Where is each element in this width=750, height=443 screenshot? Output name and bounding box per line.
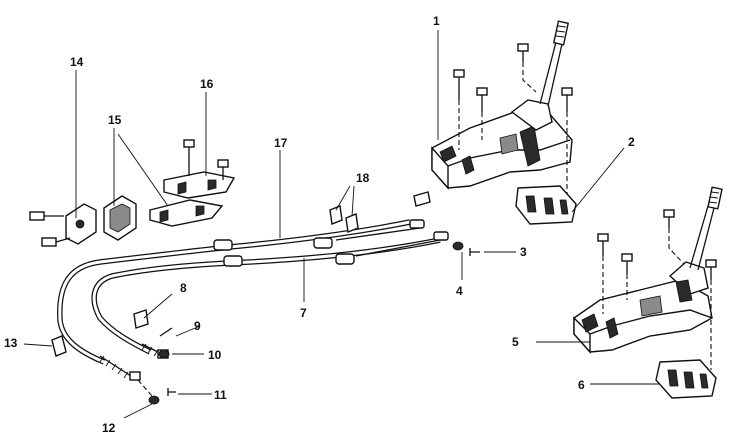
- callout-3: 3: [520, 245, 527, 259]
- clip-8: [133, 309, 149, 329]
- select-cable-7: [91, 231, 449, 355]
- shift-cable-17: [57, 219, 425, 365]
- cable-end-13: [99, 355, 141, 381]
- callout-1: 1: [433, 14, 440, 28]
- lower-bracket: [655, 359, 717, 399]
- lower-bolt: [663, 209, 675, 228]
- callout-8: 8: [180, 281, 187, 295]
- clips-18: [329, 191, 431, 233]
- callout-18: 18: [356, 171, 370, 185]
- callout-4: 4: [456, 284, 463, 298]
- clip-13: [51, 335, 67, 357]
- upper-shifter-assembly: [431, 20, 573, 196]
- callout-14: 14: [70, 55, 84, 69]
- mounting-plate: [29, 203, 97, 247]
- lower-bolt: [705, 259, 717, 280]
- lower-bolt: [621, 253, 633, 274]
- callout-13: 13: [4, 336, 18, 350]
- lower-bolt: [597, 233, 609, 256]
- callout-12: 12: [102, 421, 116, 435]
- callout-7: 7: [300, 306, 307, 320]
- lower-shifter-assembly: [573, 186, 723, 370]
- upper-bolt: [453, 69, 465, 100]
- callout-11: 11: [214, 388, 227, 402]
- cable-clamp-upper: [163, 139, 236, 199]
- callouts: 1 2 3 4 5 6 7 8 9 10 11 12 13 14 15 16 1…: [4, 14, 635, 435]
- callout-9: 9: [194, 319, 201, 333]
- callout-17: 17: [274, 136, 288, 150]
- cable-clamp-lower: [149, 199, 224, 227]
- callout-5: 5: [512, 335, 519, 349]
- pin-9: [159, 327, 173, 337]
- washer-4: [452, 241, 464, 251]
- callout-15: 15: [108, 113, 122, 127]
- pin-11: [167, 388, 176, 396]
- leader-lines: [23, 30, 660, 419]
- upper-bolt: [517, 43, 529, 62]
- callout-16: 16: [200, 77, 214, 91]
- upper-bolt: [476, 87, 488, 112]
- pin-3: [469, 248, 480, 256]
- upper-bolt: [561, 87, 573, 112]
- callout-2: 2: [628, 135, 635, 149]
- callout-6: 6: [578, 378, 585, 392]
- upper-bracket: [515, 185, 577, 225]
- washer-10: [158, 349, 170, 359]
- washer-12: [148, 395, 160, 405]
- gasket-plate: [103, 195, 137, 241]
- callout-10: 10: [208, 348, 222, 362]
